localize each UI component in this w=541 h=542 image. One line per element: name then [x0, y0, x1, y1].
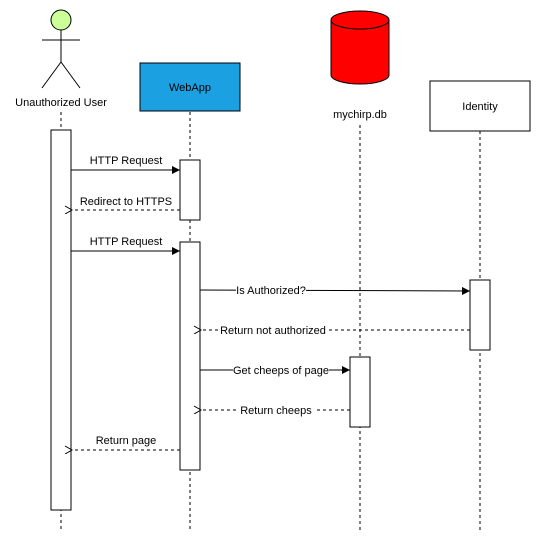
message-8: Return page [72, 435, 180, 450]
webapp-activation-2 [179, 241, 201, 471]
identity-activation [469, 279, 491, 351]
message-2: Redirect to HTTPS [72, 196, 180, 210]
webapp-activation-1 [179, 159, 201, 221]
message-label: HTTP Request [90, 236, 163, 248]
webapp-box [139, 62, 241, 112]
message-4: Is Authorized? [199, 284, 471, 297]
user-actor-label: Unauthorized User [15, 97, 107, 109]
user-activation [50, 129, 72, 511]
message-1: HTTP Request [71, 155, 180, 174]
identity-participant: Identity [429, 80, 531, 132]
message-label: Return page [96, 435, 157, 447]
message-label: HTTP Request [90, 155, 163, 167]
message-3: HTTP Request [71, 236, 180, 255]
identity-box [429, 80, 531, 132]
user-actor: Unauthorized User [15, 9, 107, 109]
message-6: Get cheeps of page [200, 364, 350, 377]
message-label: Return cheeps [240, 405, 312, 417]
message-label: Redirect to HTTPS [80, 196, 172, 208]
webapp-participant: WebApp [139, 62, 241, 112]
message-label: Return not authorized [220, 325, 326, 337]
db-participant: mychirp.db [330, 10, 390, 121]
webapp-label: WebApp [169, 82, 211, 94]
message-7: Return cheeps [201, 404, 350, 417]
message-label: Is Authorized? [236, 285, 306, 297]
user-actor-head [50, 9, 72, 31]
identity-label: Identity [462, 101, 498, 113]
db-activation [349, 356, 371, 428]
db-label: mychirp.db [333, 109, 387, 121]
message-5: Return not authorized [201, 324, 470, 337]
message-label: Get cheeps of page [233, 365, 329, 377]
database-icon [330, 20, 390, 85]
